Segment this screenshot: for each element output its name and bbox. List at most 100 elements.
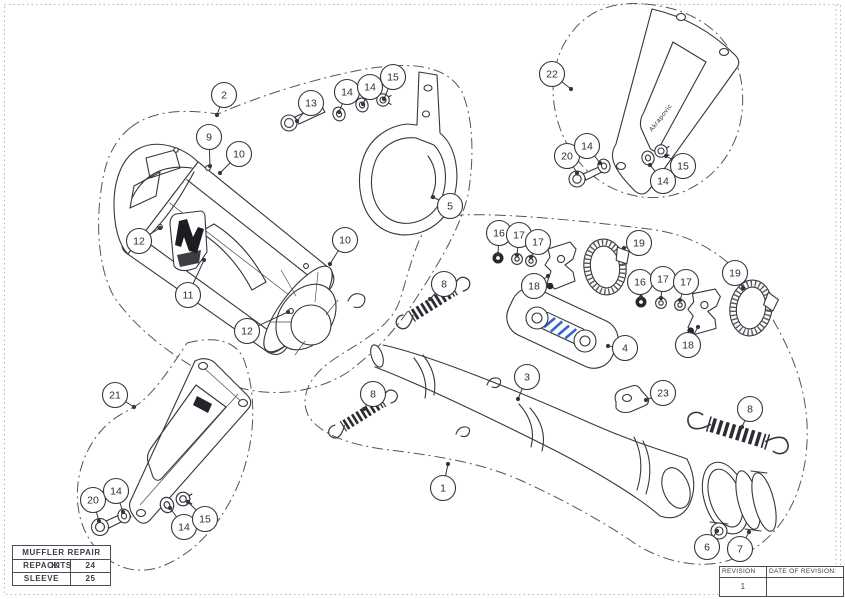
svg-text:14: 14 bbox=[657, 176, 669, 188]
callout-5: 5 bbox=[430, 192, 464, 220]
callout-17: 17 bbox=[672, 268, 700, 303]
sleeve-7 bbox=[735, 470, 777, 532]
svg-text:10: 10 bbox=[233, 149, 245, 161]
bracket21-group-outline bbox=[76, 339, 254, 571]
bracket-21 bbox=[129, 358, 252, 524]
revision-header: REVISION bbox=[720, 567, 767, 577]
spring-hook-tab bbox=[455, 426, 471, 438]
svg-text:8: 8 bbox=[441, 279, 447, 291]
svg-text:8: 8 bbox=[370, 389, 376, 401]
muffler-repair-kits-table: MUFFLER REPAIR KITS REPACK 24 SLEEVE 25 bbox=[12, 545, 111, 586]
muffler-bracket bbox=[358, 71, 458, 236]
svg-text:1: 1 bbox=[440, 483, 446, 495]
clip-18 bbox=[544, 241, 577, 290]
callout-21: 21 bbox=[101, 381, 137, 410]
callout-14: 14 bbox=[102, 477, 130, 515]
callout-20: 20 bbox=[553, 142, 581, 176]
muffler-outlet bbox=[263, 265, 366, 356]
svg-text:4: 4 bbox=[622, 343, 628, 355]
heat-shield bbox=[506, 287, 619, 369]
callout-18: 18 bbox=[674, 324, 702, 359]
svg-text:19: 19 bbox=[729, 268, 741, 280]
callout-8: 8 bbox=[359, 380, 387, 412]
date-of-revision-header: DATE OF REVISION: bbox=[769, 568, 837, 575]
svg-text:21: 21 bbox=[109, 390, 121, 402]
callout-6: 6 bbox=[693, 528, 721, 561]
muffler bbox=[113, 143, 366, 356]
callout-15: 15 bbox=[185, 499, 219, 533]
callout-20: 20 bbox=[79, 486, 107, 524]
svg-text:14: 14 bbox=[364, 82, 376, 94]
callout-12: 12 bbox=[125, 225, 163, 255]
svg-text:18: 18 bbox=[528, 281, 540, 293]
page-border bbox=[4, 4, 841, 595]
callout-18: 18 bbox=[520, 272, 551, 300]
link-pipe bbox=[370, 344, 695, 519]
svg-text:11: 11 bbox=[183, 290, 194, 302]
svg-text:17: 17 bbox=[532, 237, 544, 249]
kit-name: SLEEVE bbox=[13, 573, 71, 585]
kit-number: 24 bbox=[85, 561, 96, 570]
date-of-revision-value bbox=[767, 578, 843, 596]
svg-text:23: 23 bbox=[657, 388, 669, 400]
kit-name: REPACK bbox=[13, 560, 71, 572]
svg-text:18: 18 bbox=[682, 340, 694, 352]
svg-text:8: 8 bbox=[747, 404, 753, 416]
hose-clamp-19 bbox=[726, 277, 780, 339]
svg-text:16: 16 bbox=[493, 228, 505, 240]
table-row: SLEEVE 25 bbox=[13, 573, 110, 585]
revision-table: REVISION DATE OF REVISION: 1 bbox=[719, 566, 844, 597]
svg-text:15: 15 bbox=[677, 161, 689, 173]
svg-text:14: 14 bbox=[581, 141, 593, 153]
wedge-23 bbox=[614, 384, 650, 414]
group-outlines bbox=[76, 3, 808, 571]
callout-13: 13 bbox=[294, 89, 325, 124]
callout-8: 8 bbox=[427, 270, 458, 302]
svg-text:15: 15 bbox=[199, 514, 211, 526]
callout-14: 14 bbox=[333, 78, 361, 115]
pipe-group-outline bbox=[304, 214, 808, 565]
spring-8 bbox=[686, 410, 790, 457]
svg-text:6: 6 bbox=[704, 542, 710, 554]
callout-14: 14 bbox=[647, 162, 677, 195]
svg-text:17: 17 bbox=[657, 274, 669, 286]
callout-23: 23 bbox=[643, 379, 677, 407]
svg-text:17: 17 bbox=[680, 277, 692, 289]
akrapovic-badge bbox=[169, 210, 208, 272]
bracket-logo-mark bbox=[193, 396, 212, 413]
akrapovic-blue-logo bbox=[543, 317, 578, 340]
svg-text:20: 20 bbox=[561, 151, 573, 163]
callout-22: 22 bbox=[538, 60, 574, 92]
kits-table-title: MUFFLER REPAIR KITS bbox=[13, 546, 110, 570]
svg-text:14: 14 bbox=[110, 486, 122, 498]
callout-14: 14 bbox=[356, 73, 384, 107]
svg-text:17: 17 bbox=[513, 230, 525, 242]
callout-1: 1 bbox=[429, 461, 457, 502]
svg-text:12: 12 bbox=[133, 236, 145, 248]
bracket22-group-outline bbox=[552, 3, 744, 199]
svg-text:19: 19 bbox=[633, 238, 645, 250]
akrapovic-arrow-logo bbox=[175, 219, 204, 253]
callout-8: 8 bbox=[736, 395, 764, 430]
svg-text:7: 7 bbox=[737, 544, 743, 556]
muffler-group-outline bbox=[98, 65, 473, 393]
svg-text:22: 22 bbox=[546, 69, 558, 81]
svg-text:2: 2 bbox=[221, 90, 227, 102]
revision-value: 1 bbox=[720, 578, 767, 596]
svg-text:15: 15 bbox=[387, 72, 399, 84]
callout-19: 19 bbox=[621, 229, 653, 257]
hanger-hook bbox=[347, 293, 366, 309]
svg-text:3: 3 bbox=[524, 372, 530, 384]
table-row: 1 bbox=[720, 578, 843, 596]
svg-text:12: 12 bbox=[241, 326, 253, 338]
callout-17: 17 bbox=[524, 228, 552, 260]
callout-14: 14 bbox=[167, 505, 198, 541]
callout-2: 2 bbox=[210, 81, 238, 118]
callout-3: 3 bbox=[513, 363, 541, 402]
svg-text:9: 9 bbox=[206, 132, 212, 144]
callout-4: 4 bbox=[605, 334, 639, 362]
table-row: REVISION DATE OF REVISION: bbox=[720, 567, 843, 578]
